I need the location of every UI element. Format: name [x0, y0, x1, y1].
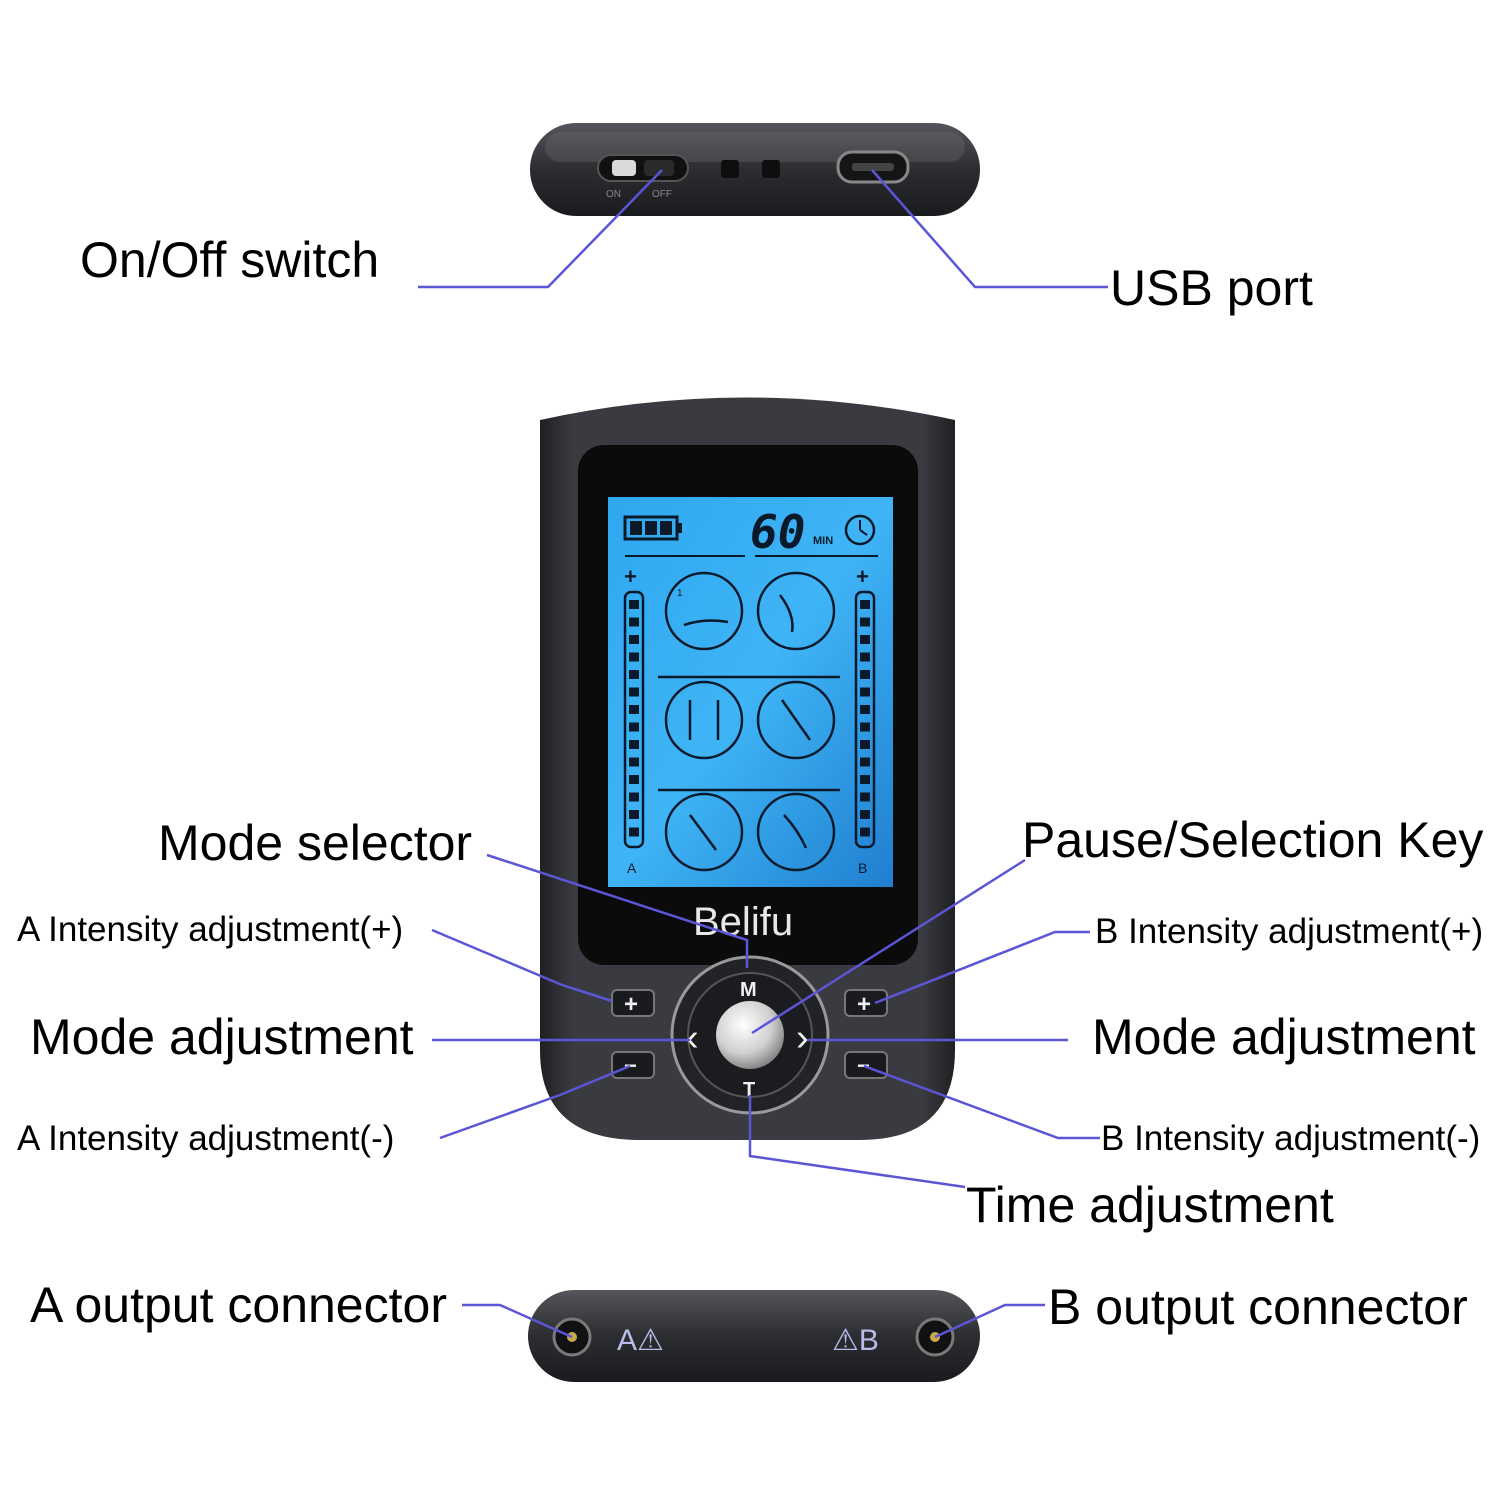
battery-icon	[623, 515, 682, 541]
intensity-segment	[860, 705, 870, 714]
lcd-channel-a: A	[627, 860, 637, 876]
intensity-segment	[860, 635, 870, 644]
on-off-switch-icon[interactable]	[597, 154, 689, 182]
a-output-connector-label: A output connector	[30, 1277, 447, 1333]
intensity-segment	[860, 810, 870, 819]
mode-icons	[658, 571, 840, 872]
a-minus-text: −	[624, 1053, 637, 1078]
mode-selector-button[interactable]: M	[740, 979, 757, 1001]
intensity-segment	[629, 792, 639, 802]
intensity-segment	[860, 827, 870, 837]
intensity-segment	[860, 775, 870, 784]
b-output-connector-label: B output connector	[1048, 1279, 1468, 1335]
intensity-segment	[629, 600, 639, 609]
intensity-segment	[629, 775, 639, 784]
intensity-segment	[860, 617, 870, 627]
a-minus-button[interactable]: −	[611, 1051, 655, 1079]
connector-a-label: A⚠	[617, 1324, 664, 1357]
on-off-switch-label: On/Off switch	[80, 232, 380, 288]
b-intensity-bar	[854, 590, 876, 849]
pause-selection-button[interactable]	[716, 1001, 784, 1069]
mode-adjustment-left-label: Mode adjustment	[30, 1009, 414, 1065]
intensity-segment	[629, 635, 639, 644]
lcd-mode-number: 1	[677, 588, 683, 599]
lcd-channel-b: B	[858, 860, 867, 876]
intensity-segment	[860, 722, 870, 732]
intensity-segment	[629, 687, 639, 697]
lcd-screen	[608, 497, 893, 887]
a-intensity-plus-label: A Intensity adjustment(+)	[17, 910, 404, 949]
intensity-segment	[860, 652, 870, 662]
a-intensity-minus-label: A Intensity adjustment(-)	[17, 1119, 395, 1158]
a-intensity-bar	[623, 590, 645, 849]
usb-port-icon[interactable]	[836, 150, 910, 184]
device-front: 60 MIN + + A B	[540, 397, 955, 1140]
intensity-segment	[629, 827, 639, 837]
lcd-timer-value: 60	[750, 505, 805, 559]
callout-lines	[418, 169, 1108, 1339]
b-plus-text: +	[857, 991, 871, 1018]
usb-port-label: USB port	[1110, 260, 1313, 316]
intensity-segment	[860, 600, 870, 609]
mode-selector-label: Mode selector	[158, 815, 473, 871]
intensity-segment	[860, 687, 870, 697]
intensity-segment	[860, 757, 870, 767]
b-minus-text: −	[857, 1053, 870, 1078]
intensity-segment	[629, 670, 639, 679]
intensity-segment	[629, 722, 639, 732]
switch-off-text: OFF	[652, 189, 672, 200]
mode-adjustment-right-label: Mode adjustment	[1092, 1009, 1476, 1065]
b-intensity-plus-label: B Intensity adjustment(+)	[1095, 912, 1484, 951]
b-minus-button[interactable]: −	[844, 1051, 888, 1079]
lcd-b-plus: +	[856, 564, 869, 589]
intensity-segment	[860, 792, 870, 802]
intensity-segment	[629, 810, 639, 819]
b-intensity-minus-label: B Intensity adjustment(-)	[1101, 1119, 1481, 1158]
device-bottom-view: A⚠ ⚠B	[528, 1290, 980, 1382]
mode-right-button[interactable]: ›	[796, 1017, 809, 1059]
intensity-segment	[629, 740, 639, 749]
time-adjustment-label: Time adjustment	[966, 1177, 1334, 1233]
intensity-segment	[860, 670, 870, 679]
clock-icon	[844, 514, 876, 546]
device-top-view: ON OFF	[530, 123, 980, 216]
brand-name: Belifu	[693, 900, 793, 944]
mode-left-button[interactable]: ‹	[686, 1017, 699, 1059]
connector-b-label: ⚠B	[832, 1324, 879, 1357]
lcd-a-plus: +	[624, 564, 637, 589]
a-plus-button[interactable]: +	[611, 989, 655, 1018]
a-plus-text: +	[624, 991, 638, 1018]
intensity-segment	[629, 705, 639, 714]
time-adjustment-button[interactable]: T	[743, 1079, 755, 1101]
intensity-segment	[629, 757, 639, 767]
pause-selection-key-label: Pause/Selection Key	[1022, 812, 1484, 868]
b-plus-button[interactable]: +	[844, 989, 888, 1018]
intensity-segment	[860, 740, 870, 749]
intensity-segment	[629, 652, 639, 662]
switch-on-text: ON	[606, 189, 621, 200]
lcd-timer-unit: MIN	[813, 535, 833, 547]
intensity-segment	[629, 617, 639, 627]
